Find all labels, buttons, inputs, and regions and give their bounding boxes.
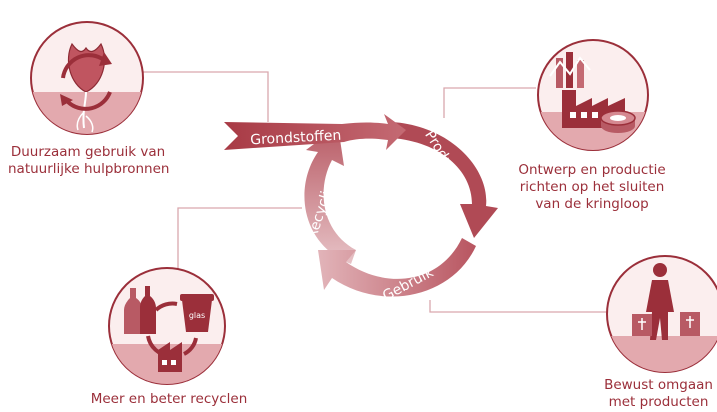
caption-factory-line-3: van de kringloop — [535, 196, 649, 212]
node-recycling: glas — [108, 267, 226, 385]
person-shopping-bags-icon — [632, 263, 700, 340]
connector-top-left — [143, 71, 269, 122]
caption-recycling-line-1: Meer en beter recyclen — [90, 391, 248, 407]
factory-icon — [549, 52, 636, 133]
label-grondstoffen: Grondstoffen — [250, 128, 342, 149]
connector-bottom-right — [429, 300, 607, 313]
arrow-productie — [392, 122, 498, 238]
caption-factory-line-2: richten op het sluiten — [519, 179, 665, 195]
arrow-recycling — [304, 126, 356, 264]
caption-recycling: Meer en beter recyclen — [84, 391, 254, 408]
caption-factory: Ontwerp en productie richten op het slui… — [512, 162, 672, 213]
caption-nature: Duurzaam gebruik van natuurlijke hulpbro… — [8, 144, 170, 178]
central-cycle: Grondstoffen Productie Gebruik Recycling — [224, 114, 498, 304]
node-nature — [30, 21, 144, 135]
node-consumer — [606, 255, 717, 373]
caption-consumer-line-2: met producten — [608, 394, 709, 410]
arrow-grondstoffen — [224, 114, 406, 150]
glas-bin-label: glas — [189, 311, 205, 320]
flower-seed-cycle-icon — [60, 42, 112, 133]
arrow-gebruik — [318, 238, 476, 297]
connector-top-right — [443, 87, 536, 118]
caption-factory-line-1: Ontwerp en productie — [518, 162, 666, 178]
node-factory — [537, 39, 649, 151]
recycling-bottles-icon: glas — [124, 286, 214, 372]
caption-nature-line-1: Duurzaam gebruik van — [10, 144, 166, 160]
caption-consumer: Bewust omgaan met producten — [600, 377, 717, 411]
node-consumer-ground — [607, 336, 717, 372]
caption-nature-line-2: natuurlijke hulpbronnen — [8, 161, 170, 177]
caption-consumer-line-1: Bewust omgaan — [604, 377, 713, 393]
